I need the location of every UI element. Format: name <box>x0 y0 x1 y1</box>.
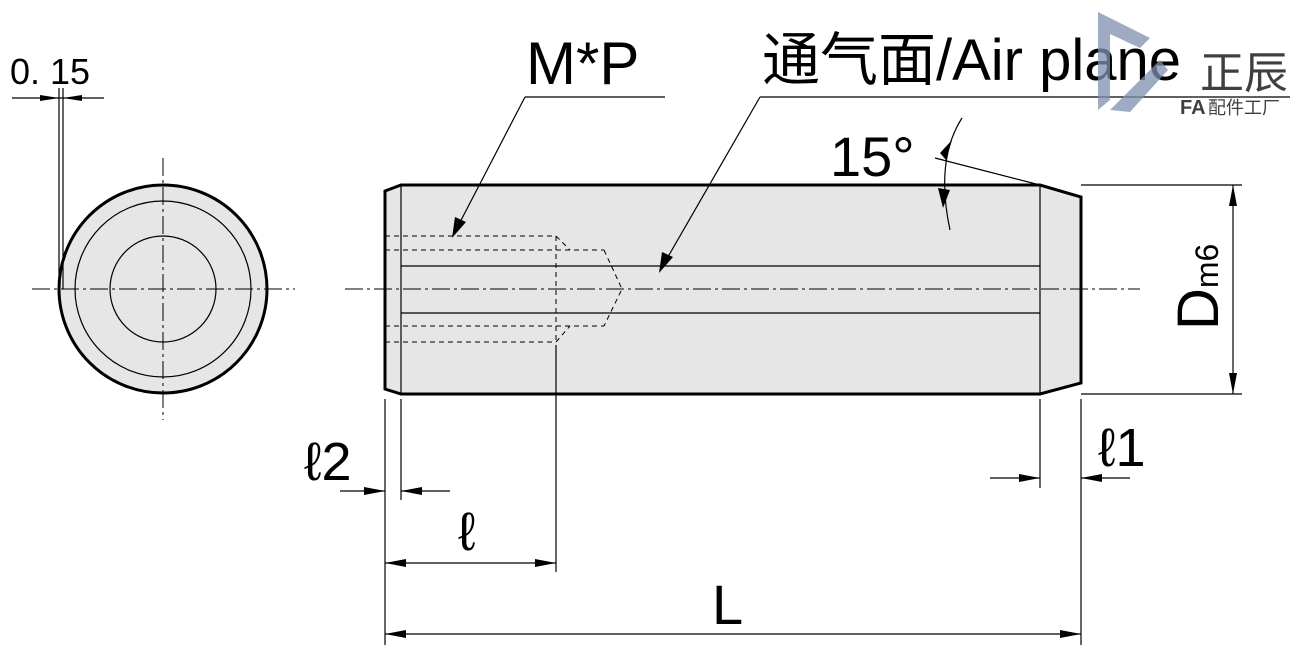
logo-brand-sub: 配件工厂 <box>1208 98 1280 118</box>
l1-arrow-right <box>1081 474 1102 482</box>
angle-arc <box>944 117 963 231</box>
diameter-label: Dm6 <box>1166 244 1231 330</box>
L-label: L <box>712 573 743 636</box>
angle-reference-line <box>934 157 1041 186</box>
l2-label: ℓ2 <box>304 432 352 492</box>
thread-step-top <box>555 235 571 251</box>
thread-leader-arrow <box>452 217 466 238</box>
l1-arrow-left <box>1019 474 1040 482</box>
l-arrow-right <box>535 559 556 567</box>
l2-arrow-right <box>401 487 422 495</box>
logo-brand-cn: 正辰 <box>1200 49 1288 98</box>
diameter-arrow-bottom <box>1229 373 1237 394</box>
thread-callout: M*P <box>452 30 665 238</box>
air-plane-leader-arrow <box>659 252 673 273</box>
end-view: 0. 15 <box>10 51 295 420</box>
angle-label: 15° <box>830 125 915 188</box>
l1-label: ℓ1 <box>1098 418 1146 478</box>
l-arrow-left <box>385 559 406 567</box>
l2-dimension: ℓ2 <box>304 432 450 495</box>
l2-arrow-left <box>364 487 385 495</box>
logo-mark-icon <box>1098 12 1150 110</box>
air-plane-leader <box>664 96 761 263</box>
L-arrow-right <box>1060 630 1081 638</box>
angle-arrow-top <box>940 140 952 160</box>
thread-step-bottom <box>555 325 571 343</box>
L-dimension: L <box>385 573 1081 638</box>
diameter-arrow-top <box>1229 185 1237 206</box>
angle-callout: 15° <box>830 117 1041 231</box>
brand-watermark: 正辰 FA 配件工厂 <box>1098 12 1288 119</box>
air-plane-label: 通气面/Air plane <box>762 28 1181 93</box>
air-plane-callout: 通气面/Air plane <box>659 28 1290 273</box>
thread-leader <box>456 96 526 229</box>
side-view <box>345 183 1140 396</box>
l1-dimension: ℓ1 <box>990 418 1146 482</box>
thread-label: M*P <box>526 30 639 97</box>
L-arrow-left <box>385 630 406 638</box>
l-label: ℓ <box>458 502 475 562</box>
angle-arrow-bottom <box>938 188 950 208</box>
runout-label: 0. 15 <box>10 51 90 92</box>
runout-arrow-right <box>63 95 82 101</box>
logo-brand-fa: FA <box>1180 97 1206 119</box>
runout-arrow-left <box>40 95 59 101</box>
l-dimension: ℓ <box>385 502 556 567</box>
diameter-dimension: Dm6 <box>1081 184 1242 395</box>
logo-mark-icon-2 <box>1110 60 1168 112</box>
